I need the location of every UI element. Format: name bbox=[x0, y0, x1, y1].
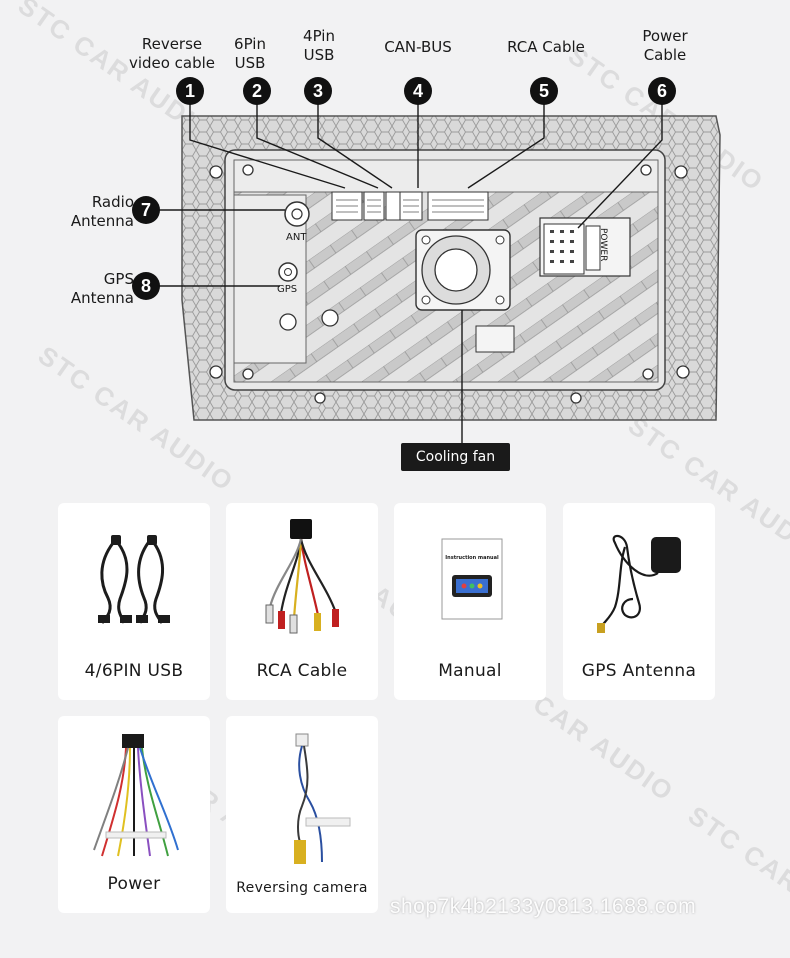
power-port-label: POWER bbox=[598, 228, 608, 262]
callout-badge-2: 2 bbox=[243, 77, 271, 105]
callout-badge-8: 8 bbox=[132, 272, 160, 300]
power-harness-icon bbox=[93, 734, 179, 857]
callout-badge-3: 3 bbox=[304, 77, 332, 105]
manual-booklet-icon bbox=[441, 538, 503, 620]
gps-antenna-icon bbox=[597, 534, 681, 633]
head-unit-diagram bbox=[159, 104, 721, 443]
label-6pin-usb: 6Pin USB bbox=[234, 35, 266, 72]
accessory-card-rca: RCA Cable bbox=[226, 503, 378, 700]
manual-title-text: Instruction manual bbox=[445, 555, 499, 561]
label-can-bus: CAN-BUS bbox=[384, 38, 452, 56]
accessory-card-usb: 4/6PIN USB bbox=[58, 503, 210, 700]
label-power-cable: Power Cable bbox=[642, 27, 688, 64]
accessory-caption: GPS Antenna bbox=[581, 661, 697, 681]
accessory-caption: Reversing camera bbox=[236, 880, 368, 896]
camera-cable-icon bbox=[294, 733, 351, 864]
label-gps-antenna: GPS Antenna bbox=[70, 270, 134, 307]
accessory-caption: Manual bbox=[438, 661, 502, 681]
watermark: STC CAR AUDIO bbox=[682, 800, 790, 957]
accessory-card-gps: GPS Antenna bbox=[563, 503, 715, 700]
label-4pin-usb: 4Pin USB bbox=[303, 27, 335, 64]
label-reverse-video-cable: Reverse video cable bbox=[128, 35, 216, 72]
shop-url-watermark: shop7k4b2133y0813.1688.com bbox=[390, 895, 697, 918]
accessory-caption: Power bbox=[107, 874, 161, 894]
label-rca-cable: RCA Cable bbox=[507, 38, 585, 56]
callout-badge-4: 4 bbox=[404, 77, 432, 105]
accessory-caption: 4/6PIN USB bbox=[84, 661, 184, 681]
callout-badge-6: 6 bbox=[648, 77, 676, 105]
label-radio-antenna: Radio Antenna bbox=[70, 193, 134, 230]
accessory-card-power: Power bbox=[58, 716, 210, 913]
usb-cable-icon bbox=[98, 535, 170, 624]
callout-badge-7: 7 bbox=[132, 196, 160, 224]
accessory-card-camera: Reversing camera bbox=[226, 716, 378, 913]
rca-harness-icon bbox=[265, 519, 339, 634]
callout-badge-5: 5 bbox=[530, 77, 558, 105]
accessory-card-manual: Instruction manual Manual bbox=[394, 503, 546, 700]
cooling-fan-label: Cooling fan bbox=[401, 443, 510, 471]
gps-port-label: GPS bbox=[277, 284, 298, 295]
ant-port-label: ANT bbox=[286, 232, 307, 243]
accessory-caption: RCA Cable bbox=[256, 661, 348, 681]
callout-badge-1: 1 bbox=[176, 77, 204, 105]
